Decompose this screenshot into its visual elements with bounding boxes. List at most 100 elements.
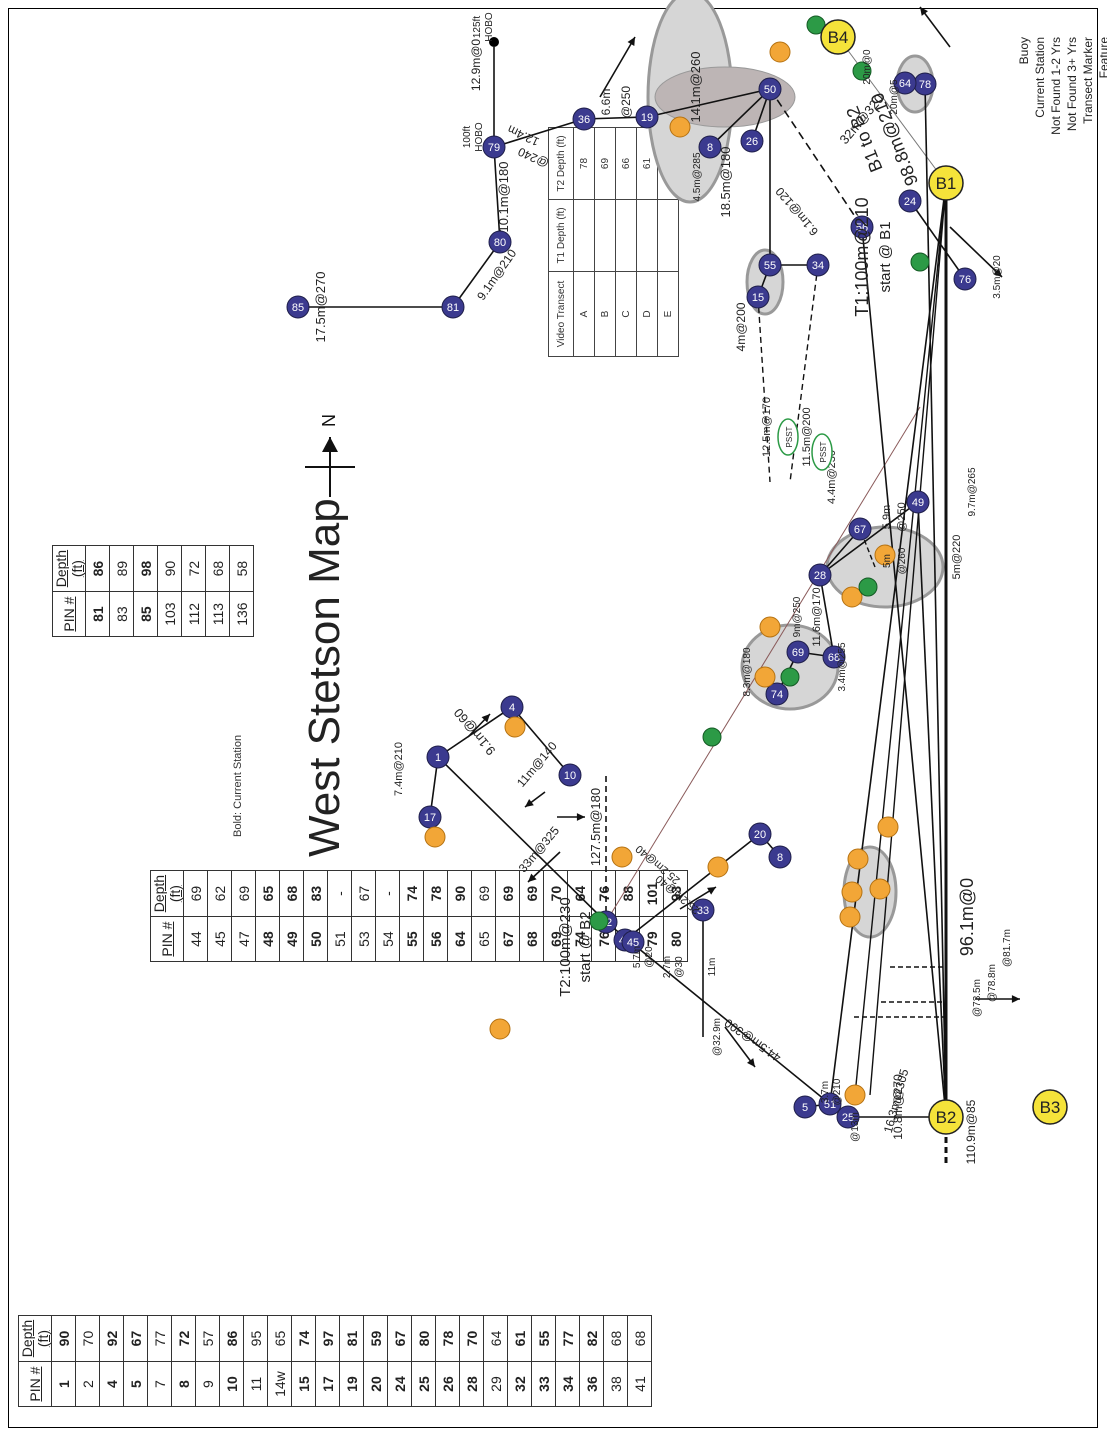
- not-found-marker: [611, 846, 633, 868]
- bearing-arrow: [1011, 995, 1020, 1003]
- distance-label: 11m@140: [514, 739, 560, 790]
- not-found-marker: [759, 616, 781, 638]
- station-marker-label: 64: [899, 78, 911, 90]
- station-marker: [836, 1105, 860, 1129]
- buoy-label: B4: [828, 28, 849, 47]
- station-marker: [441, 295, 465, 319]
- feature-ellipse: [654, 66, 796, 128]
- distance-label: @20: [644, 946, 655, 968]
- station-marker: [806, 253, 830, 277]
- station-marker-label: 79: [488, 142, 500, 154]
- distance-label: @73.5m: [972, 979, 983, 1017]
- connection-line: [724, 1026, 756, 1068]
- transect-label: start @ B1: [877, 221, 894, 292]
- distance-label: 12.9m@0: [469, 39, 483, 92]
- distance-label: 20m@5: [889, 79, 900, 115]
- north-arrow: [322, 437, 338, 452]
- station-marker: [768, 845, 792, 869]
- distance-label: 96.1m@0: [957, 878, 977, 956]
- distance-label: 44.5m@300: [722, 1016, 784, 1065]
- connection-line: [819, 501, 919, 576]
- station-marker: [635, 105, 659, 129]
- distance-label: 8.3m@180: [742, 647, 753, 697]
- not-found-marker: [754, 666, 776, 688]
- distance-label: 125ft: [472, 16, 483, 38]
- not-found-marker: [769, 41, 791, 63]
- distance-label: 5.7m: [632, 946, 643, 968]
- connection-line: [819, 574, 835, 658]
- transect-marker: [852, 61, 872, 81]
- connection-line: [493, 118, 585, 148]
- distance-label: 20m@0: [862, 49, 873, 85]
- station-marker: [848, 517, 872, 541]
- transect-marker: [910, 252, 930, 272]
- distance-label: 9.1m@210: [474, 246, 519, 303]
- distance-label: 6.1m@120: [772, 184, 821, 238]
- transect-label: start @ B2: [577, 911, 594, 982]
- station-marker-label: 25: [842, 1112, 854, 1124]
- station-marker-label: 81: [447, 302, 459, 314]
- station-marker: [621, 930, 645, 954]
- station-marker: [818, 1092, 842, 1116]
- station-marker-label: 85: [292, 302, 304, 314]
- distance-label: 110.9m@85: [964, 1099, 978, 1164]
- bearing-arrow: [481, 714, 490, 723]
- north-label: N: [319, 414, 339, 427]
- distance-label: 127.5m@180: [588, 788, 603, 866]
- connection-line: [624, 833, 761, 941]
- transect-label: T2:100m@230: [557, 897, 574, 996]
- distance-label: 12.5m@170: [761, 397, 773, 457]
- station-marker-label: 1: [435, 752, 441, 764]
- station-marker: [758, 253, 782, 277]
- station-marker-label: 80: [494, 237, 506, 249]
- distance-label: 10.1m@180: [496, 161, 511, 232]
- map-frame: [8, 8, 1098, 1428]
- bearing-arrow: [627, 37, 635, 46]
- station-marker: [286, 295, 310, 319]
- distance-label: 9m@250: [792, 596, 803, 637]
- psst-label: PSST: [819, 441, 828, 462]
- connection-line: [949, 226, 1003, 278]
- station-marker-label: 26: [746, 136, 758, 148]
- bearing-arrow: [747, 1058, 755, 1067]
- station-marker: [808, 563, 832, 587]
- legend-label: Feature: [1097, 37, 1107, 79]
- connection-line: [869, 182, 947, 1096]
- station-marker: [746, 285, 770, 309]
- legend-label: Not Found 1-2 Yrs: [1049, 37, 1063, 135]
- bearing-arrow: [920, 7, 928, 16]
- distance-label: 100ft: [462, 126, 473, 148]
- distance-label: 5m@220: [951, 535, 963, 580]
- distance-label: 11m: [707, 958, 718, 977]
- station-marker-label: 34: [812, 260, 824, 272]
- connection-line: [511, 706, 571, 776]
- transect-label: T1:100m@210: [852, 197, 872, 316]
- distance-label: HOBO: [484, 12, 495, 42]
- connection-line: [646, 88, 771, 118]
- station-marker-label: 49: [912, 497, 924, 509]
- transect-marker: [858, 577, 878, 597]
- transect-marker: [780, 667, 800, 687]
- not-found-marker: [841, 881, 863, 903]
- station-marker-label: 55: [764, 260, 776, 272]
- station-marker: [793, 1095, 817, 1119]
- station-marker: [698, 135, 722, 159]
- connection-line: [437, 756, 607, 923]
- station-marker-label: 10: [564, 770, 576, 782]
- station-marker-label: 8: [707, 142, 713, 154]
- distance-label: 7.4m@210: [393, 742, 405, 796]
- distance-label: @81.7m: [1002, 929, 1013, 967]
- connection-line: [605, 921, 831, 1105]
- connection-line: [599, 36, 636, 98]
- connection-line: [452, 241, 501, 308]
- buoy-label: B2: [936, 1108, 957, 1127]
- distance-label: 3.7m: [820, 1081, 831, 1103]
- distance-label: 33m@325: [516, 823, 563, 875]
- legend-label: Not Found 3+ Yrs: [1065, 37, 1079, 131]
- distance-label: 18.5m@180: [718, 146, 733, 217]
- buoy-label: B3: [1040, 1098, 1061, 1117]
- transect-marker: [589, 911, 609, 931]
- station-marker-label: 20: [754, 829, 766, 841]
